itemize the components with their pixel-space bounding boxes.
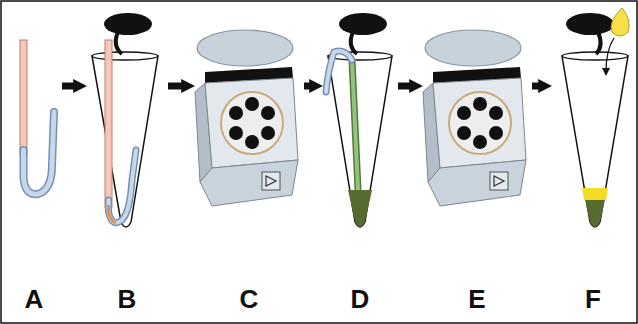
step-letter: A bbox=[8, 286, 60, 312]
step-letter: C bbox=[196, 286, 302, 312]
centrifuge bbox=[195, 30, 298, 206]
step-arrow bbox=[398, 83, 412, 90]
step-arrow bbox=[168, 83, 184, 90]
step-arrow bbox=[304, 83, 312, 90]
step-letter: E bbox=[424, 286, 530, 312]
step-letter: D bbox=[324, 286, 396, 312]
step-panel: A bbox=[8, 20, 60, 316]
step-panel: E bbox=[424, 20, 530, 316]
vial-with-tube bbox=[92, 13, 158, 227]
step-panel: C bbox=[196, 20, 302, 316]
vial-with-strip bbox=[326, 13, 392, 227]
capillary-tube bbox=[20, 40, 54, 194]
step-arrow bbox=[532, 83, 541, 90]
step-letter: B bbox=[88, 286, 166, 312]
centrifuge bbox=[423, 30, 526, 206]
step-panel: F bbox=[553, 20, 633, 316]
step-arrow bbox=[62, 83, 76, 90]
step-letter: F bbox=[553, 286, 633, 312]
vial-with-drop bbox=[562, 8, 629, 227]
step-panel: B bbox=[88, 20, 166, 316]
step-panel: D bbox=[324, 20, 396, 316]
